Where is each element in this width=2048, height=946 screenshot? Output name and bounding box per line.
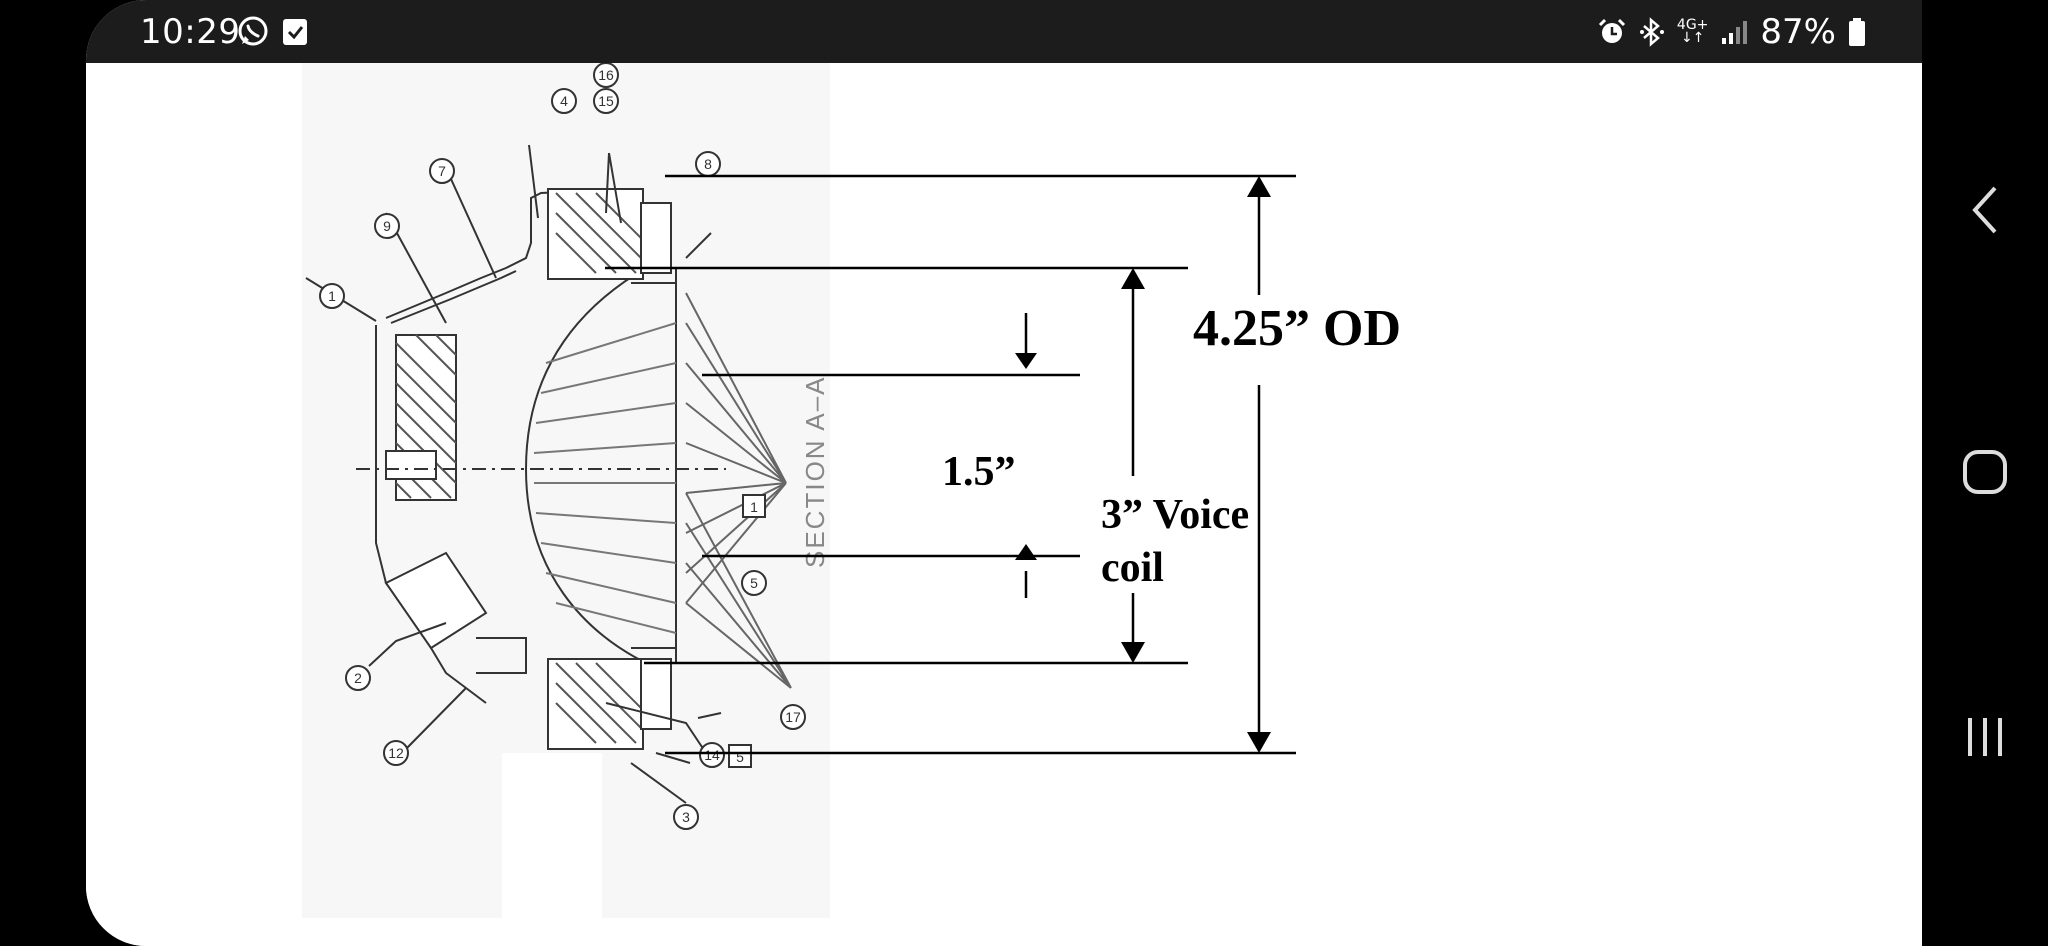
svg-text:8: 8 — [704, 156, 712, 172]
svg-text:14: 14 — [704, 747, 720, 763]
notification-icons — [236, 14, 310, 48]
svg-text:15: 15 — [598, 93, 614, 109]
svg-text:17: 17 — [785, 709, 801, 725]
image-viewer[interactable]: SECTION A–A 4 15 16 7 8 9 1 2 12 3 14 5 … — [86, 62, 1922, 946]
square-callout-5: 5 — [728, 744, 752, 768]
svg-text:12: 12 — [388, 745, 404, 761]
square-callout-1: 1 — [742, 494, 766, 518]
clock: 10:29 — [140, 12, 241, 52]
callout-2: 2 — [345, 665, 371, 691]
callout-8: 8 — [695, 151, 721, 177]
network-label: 4G+ — [1676, 17, 1709, 33]
back-button[interactable] — [1922, 155, 2048, 265]
drawing-linework — [305, 144, 792, 804]
phone-screen: 10:29 4G+ ↓↑ — [86, 0, 1922, 946]
callout-17: 17 — [780, 704, 806, 730]
back-icon — [1972, 186, 1997, 234]
svg-text:4: 4 — [560, 93, 568, 109]
od-label: 4.25” OD — [1193, 300, 1401, 357]
callout-3: 3 — [673, 804, 699, 830]
home-icon — [1963, 450, 2007, 494]
svg-text:7: 7 — [438, 163, 446, 179]
callout-4: 4 — [551, 88, 577, 114]
section-label: SECTION A–A — [800, 376, 830, 569]
alarm-icon — [1598, 18, 1625, 43]
callout-1: 1 — [319, 283, 345, 309]
recents-button[interactable] — [1922, 682, 2048, 792]
gap-label: 1.5” — [942, 449, 1016, 495]
svg-text:1: 1 — [328, 288, 336, 304]
dimension-lines — [605, 174, 1296, 755]
callout-9: 9 — [374, 213, 400, 239]
callout-balloons: 4 15 16 7 8 9 1 2 12 3 14 5 17 1 5 — [319, 62, 806, 830]
task-check-icon — [283, 19, 307, 45]
callout-7: 7 — [429, 158, 455, 184]
svg-text:16: 16 — [598, 67, 614, 83]
home-button[interactable] — [1922, 417, 2048, 527]
battery-icon — [1849, 18, 1865, 46]
bluetooth-icon — [1639, 17, 1664, 47]
whatsapp-icon — [238, 16, 268, 46]
svg-text:9: 9 — [383, 218, 391, 234]
svg-text:2: 2 — [354, 670, 362, 686]
speaker-cross-section-drawing: SECTION A–A 4 15 16 7 8 9 1 2 12 3 14 5 … — [302, 62, 1401, 918]
callout-15: 15 — [593, 88, 619, 114]
status-bar: 10:29 4G+ ↓↑ — [86, 0, 1922, 63]
dimension-arrowheads — [1015, 176, 1271, 753]
callout-14: 14 — [699, 742, 725, 768]
navigation-bar — [1922, 0, 2048, 946]
svg-text:5: 5 — [750, 575, 758, 591]
svg-text:3: 3 — [682, 809, 690, 825]
network-4g-icon: 4G+ ↓↑ — [1676, 17, 1709, 46]
svg-text:1: 1 — [750, 499, 758, 515]
system-status-icons: 4G+ ↓↑ 87% — [1597, 12, 1866, 52]
svg-text:5: 5 — [736, 749, 744, 765]
battery-percent: 87% — [1760, 12, 1836, 52]
callout-5: 5 — [741, 570, 767, 596]
callout-12: 12 — [383, 740, 409, 766]
voice-coil-label-line1: 3” Voice — [1101, 492, 1249, 538]
voice-coil-label-line2: coil — [1101, 545, 1164, 591]
callout-16: 16 — [593, 62, 619, 88]
recents-icon — [1968, 718, 2002, 756]
signal-icon — [1722, 21, 1748, 44]
